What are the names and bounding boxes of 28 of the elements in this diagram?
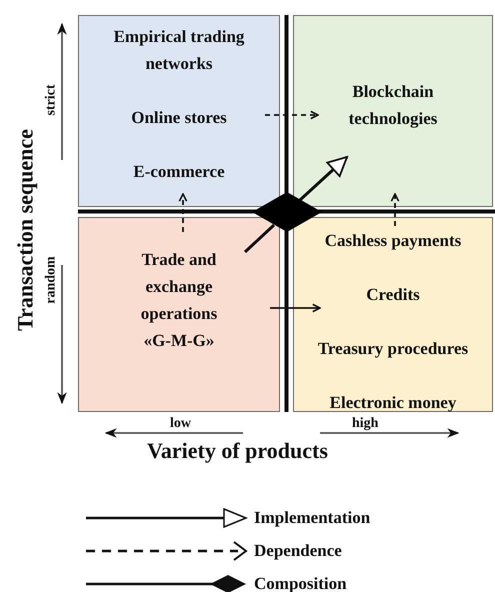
quadrant-text: Cashless payments xyxy=(324,230,462,252)
dependence-arrow xyxy=(390,193,400,226)
arrow xyxy=(270,304,321,312)
dependence-arrow xyxy=(265,110,319,120)
axis-label: random xyxy=(42,256,60,304)
quadrant-box xyxy=(293,217,493,412)
quadrant-text: Trade and exchange operations «G-M-G» xyxy=(140,249,218,352)
quadrant-text: Treasury procedures xyxy=(316,338,470,360)
quadrant-text: E-commerce xyxy=(132,161,226,183)
quadrant-box xyxy=(293,15,493,207)
axis-label: high xyxy=(352,415,378,433)
quadrant-text: Blockchain technologies xyxy=(348,81,438,130)
axis-label: low xyxy=(170,415,191,433)
quadrant-box xyxy=(78,15,280,207)
composition-line xyxy=(298,156,348,202)
quadrant-text: Credits xyxy=(365,284,421,306)
axis-label: strict xyxy=(42,84,60,116)
quadrant-text: Electronic money xyxy=(328,392,458,414)
axis-title: Variety of products xyxy=(147,437,328,465)
dependence-arrow xyxy=(178,193,188,232)
composition-diamond xyxy=(252,192,322,232)
quadrant-text: Empirical trading networks xyxy=(112,26,246,75)
quadrant-text: Online stores xyxy=(130,107,228,129)
legend-text: Dependence xyxy=(254,540,342,562)
composition-line xyxy=(244,224,276,254)
legend-text: Implementation xyxy=(254,507,370,529)
axis-title: Transaction sequence xyxy=(12,129,38,331)
quadrant-box xyxy=(78,217,280,412)
